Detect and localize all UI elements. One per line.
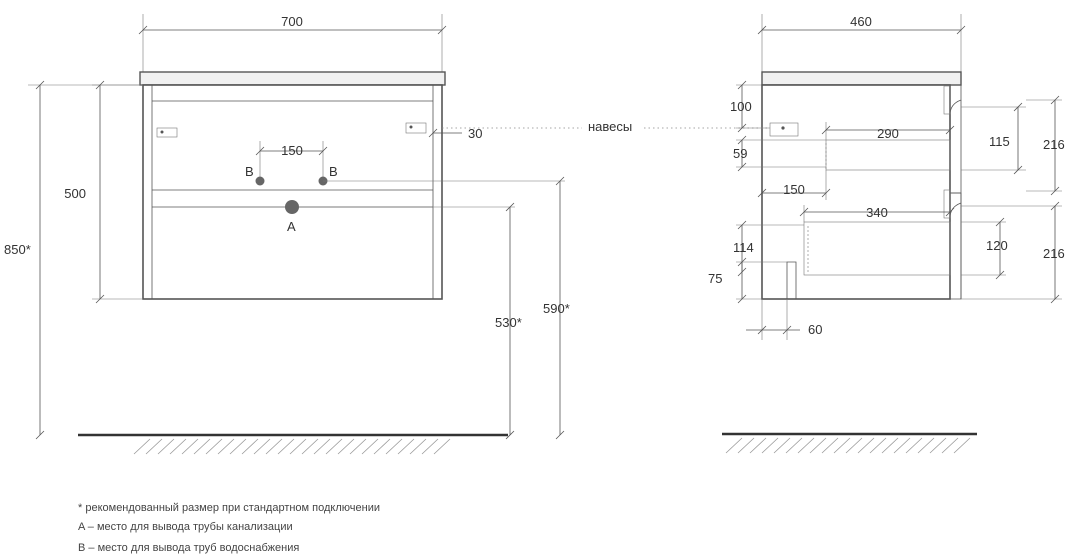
hatch-line [845,437,863,454]
side-offset-150-label: 150 [783,182,805,197]
hatch-line [253,438,271,455]
water-pipe-left [255,176,265,186]
hatch-line [337,438,355,455]
side-drawer-front-upper [949,84,962,194]
front-countertop [139,71,446,86]
side-body [761,84,951,300]
side-countertop [761,71,962,86]
side-lower-inner-height-label: 120 [986,238,1008,253]
note-water: B – место для вывода труб водоснабжения [78,542,299,554]
hatch-line [761,437,779,454]
hatch-line [133,438,151,455]
side-plinth-offset-label: 60 [808,322,822,337]
hatch-line [325,438,343,455]
hatch-line [385,438,403,455]
hatch-line [409,438,427,455]
hatch-line [809,437,827,454]
front-hanger-offset-label: 30 [468,126,482,141]
side-drawer-box-lower [803,221,951,276]
hatch-line [737,437,755,454]
hatch-line [217,438,235,455]
hatch-line [929,437,947,454]
front-floor-hatch [133,438,451,455]
side-plinth-height-label: 75 [708,271,722,286]
front-body [142,84,443,300]
front-hanger-left [156,127,178,138]
hatch-line [397,438,415,455]
side-lower-left-height-label: 114 [733,240,754,255]
hatch-line [421,438,439,455]
hatch-line [953,437,971,454]
hatch-line [857,437,875,454]
hatch-line [433,438,451,455]
label-a: A [287,219,296,234]
hatch-line [157,438,175,455]
hatch-line [229,438,247,455]
label-b-right: B [329,164,338,179]
hatch-line [349,438,367,455]
side-upper-front-height-label: 216 [1043,137,1065,152]
hangers-label: навесы [588,119,632,134]
hatch-line [301,438,319,455]
drain-height-label: 530* [495,315,522,330]
hatch-line [893,437,911,454]
side-depth-label: 460 [850,14,872,29]
hatch-line [905,437,923,454]
side-upper-inner-height-label: 115 [989,134,1010,149]
hatch-line [797,437,815,454]
front-width-label: 700 [281,14,303,29]
label-b-left: B [245,164,254,179]
hatch-line [145,438,163,455]
drain-pipe [285,200,299,214]
hatch-line [881,437,899,454]
hatch-line [205,438,223,455]
front-body-height-label: 500 [64,186,86,201]
hatch-line [941,437,959,454]
hatch-line [277,438,295,455]
side-hanger-height-label: 100 [730,99,752,114]
hatch-line [821,437,839,454]
water-height-label: 590* [543,301,570,316]
hatch-line [313,438,331,455]
hatch-line [181,438,199,455]
hatch-line [773,437,791,454]
hatch-line [169,438,187,455]
hatch-line [833,437,851,454]
hatch-line [749,437,767,454]
hatch-line [785,437,803,454]
hatch-line [241,438,259,455]
legend-notes: * рекомендованный размер при стандартном… [78,502,380,554]
note-drain: A – место для вывода трубы канализации [78,521,293,533]
front-pipe-spacing-label: 150 [281,143,303,158]
hatch-line [289,438,307,455]
hatch-line [869,437,887,454]
side-hanger [769,122,799,137]
front-hanger-right [405,122,427,134]
hatch-line [917,437,935,454]
side-lower-drawer-depth-label: 340 [866,205,888,220]
hatch-line [265,438,283,455]
side-upper-drawer-depth-label: 290 [877,126,899,141]
side-lower-front-height-label: 216 [1043,246,1065,261]
side-floor-hatch [725,437,971,454]
side-drawer-front-lower [949,192,962,300]
side-drawer-gap-label: 59 [733,146,747,161]
hatch-line [193,438,211,455]
hatch-line [725,437,743,454]
hatch-line [361,438,379,455]
side-view: 460 навесы 100 [588,14,1065,454]
hatch-line [373,438,391,455]
front-total-height-label: 850* [4,242,31,257]
note-recommended: * рекомендованный размер при стандартном… [78,502,380,514]
front-view: 700 30 150 B B A [4,14,582,455]
